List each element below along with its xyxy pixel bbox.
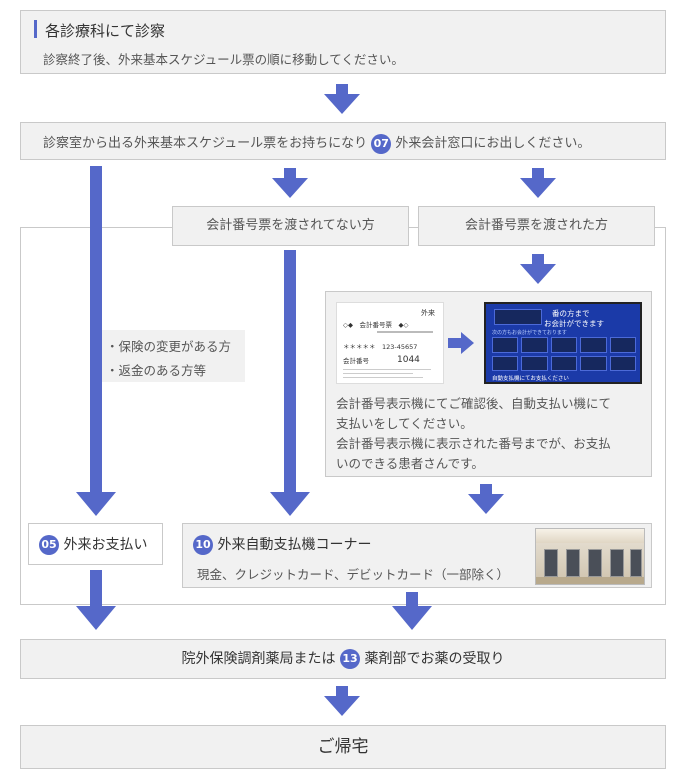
- ticket-number-label: 会計番号: [343, 357, 369, 365]
- down-arrow-icon: [270, 492, 310, 516]
- ticket-number-value: 1044: [397, 355, 420, 365]
- display-number-panel: [494, 309, 542, 325]
- step-05-label: 外来お支払い: [63, 537, 148, 553]
- ticket-line: [343, 377, 423, 378]
- title-accent-bar: [34, 20, 37, 38]
- condition-item: ・返金のある方等: [106, 363, 207, 378]
- display-line-2: お会計ができます: [544, 319, 604, 328]
- display-footer: 自動支払機にてお支払ください: [492, 376, 569, 382]
- display-cell: [521, 355, 548, 371]
- display-cell: [521, 337, 548, 353]
- down-arrow-icon: [270, 168, 310, 198]
- condition-item: ・保険の変更がある方: [106, 339, 232, 354]
- display-grid: [492, 337, 636, 371]
- ticket-id: ＊＊＊＊＊ 123-45657: [343, 343, 418, 351]
- step-final-box: ご帰宅: [20, 725, 666, 769]
- ticket-header: 外来: [421, 309, 435, 317]
- branch-no-ticket-box: 会計番号票を渡されてない方: [172, 206, 409, 246]
- number-display-screen-image: 番の方まで お会計ができます 次の方もお会計ができております 自動支払機にてお支…: [484, 302, 642, 384]
- step-consultation-box: 各診療科にて診察 診察終了後、外来基本スケジュール票の順に移動してください。: [20, 10, 666, 74]
- down-arrow-icon: [76, 492, 116, 516]
- step-13-text-before: 院外保険調剤薬局または: [181, 651, 336, 667]
- step-final-label: ご帰宅: [317, 737, 369, 757]
- flow-line-10: [406, 592, 418, 610]
- ceiling-light: [536, 529, 644, 543]
- step-checkout-text: 診察室から出る外来基本スケジュール票をお持ちになり 07 外来会計窓口にお出しく…: [43, 132, 590, 154]
- ticket-line: [343, 369, 431, 370]
- step-13-text-after: 薬剤部でお薬の受取り: [364, 651, 505, 667]
- ticket-title: ◇◆ 会計番号票 ◆◇: [343, 321, 409, 329]
- display-cell: [492, 337, 519, 353]
- step-13-text: 院外保険調剤薬局または 13 薬剤部でお薬の受取り: [21, 640, 665, 678]
- info-line: 会計番号表示機に表示された番号までが、お支払: [336, 436, 611, 451]
- ticket-line: [343, 373, 413, 374]
- ticket-info-box: 外来 ◇◆ 会計番号票 ◆◇ ＊＊＊＊＊ 123-45657 会計番号 1044…: [325, 291, 652, 477]
- branch-no-ticket-label: 会計番号票を渡されてない方: [206, 218, 375, 233]
- step-10-title-row: 10 外来自動支払機コーナー: [193, 534, 371, 555]
- payment-machine: [544, 549, 558, 577]
- number-badge-10: 10: [193, 535, 213, 555]
- branch-with-ticket-label: 会計番号票を渡された方: [464, 218, 608, 233]
- step-05-label-row: 05 外来お支払い: [39, 534, 147, 555]
- accounting-ticket-image: 外来 ◇◆ 会計番号票 ◆◇ ＊＊＊＊＊ 123-45657 会計番号 1044: [336, 302, 444, 384]
- display-cell: [550, 337, 578, 353]
- down-arrow-icon: [392, 606, 432, 630]
- step-checkout-text-after: 外来会計窓口にお出しください。: [395, 136, 591, 151]
- step-checkout-text-before: 診察室から出る外来基本スケジュール票をお持ちになり: [43, 136, 368, 151]
- auto-pay-corner-photo: [535, 528, 645, 585]
- payment-machine: [630, 549, 642, 577]
- down-arrow-icon: [518, 168, 558, 198]
- display-cell: [609, 355, 636, 371]
- flow-line-05: [90, 570, 102, 610]
- step-checkout-box: 診察室から出る外来基本スケジュール票をお持ちになり 07 外来会計窓口にお出しく…: [20, 122, 666, 160]
- step-13-pharmacy-box: 院外保険調剤薬局または 13 薬剤部でお薬の受取り: [20, 639, 666, 679]
- display-cell: [550, 355, 578, 371]
- step-10-title: 外来自動支払機コーナー: [217, 537, 372, 553]
- info-line: 会計番号表示機にてご確認後、自動支払い機にて: [336, 396, 612, 411]
- ticket-line: [377, 331, 433, 333]
- number-badge-13: 13: [340, 649, 360, 669]
- flow-line-middle: [284, 250, 296, 500]
- display-line-1: 番の方まで: [552, 309, 590, 318]
- info-line: 支払いをしてください。: [336, 416, 473, 431]
- payment-machine: [610, 549, 624, 577]
- number-badge-07: 07: [371, 133, 392, 154]
- down-arrow-icon: [76, 606, 116, 630]
- step-05-payment-box: 05 外来お支払い: [28, 523, 163, 565]
- payment-machine: [588, 549, 602, 577]
- conditions-box: ・保険の変更がある方 ・返金のある方等: [102, 330, 245, 382]
- number-badge-05: 05: [39, 535, 59, 555]
- display-cell: [492, 355, 519, 371]
- display-subline: 次の方もお会計ができております: [492, 330, 567, 336]
- ticket-info-text: 会計番号表示機にてご確認後、自動支払い機にて 支払いをしてください。 会計番号表…: [336, 394, 611, 474]
- payment-machine: [566, 549, 580, 577]
- step-10-auto-pay-box: 10 外来自動支払機コーナー 現金、クレジットカード、デビットカード（一部除く）: [182, 523, 652, 588]
- display-cell: [580, 337, 607, 353]
- step-consultation-title: 各診療科にて診察: [45, 22, 166, 40]
- branch-with-ticket-box: 会計番号票を渡された方: [418, 206, 655, 246]
- down-arrow-icon: [322, 686, 362, 716]
- step-10-text: 現金、クレジットカード、デビットカード（一部除く）: [197, 567, 510, 582]
- floor: [536, 577, 644, 584]
- down-arrow-icon: [322, 84, 362, 114]
- display-cell: [580, 355, 607, 371]
- flow-line-left: [90, 166, 102, 500]
- down-arrow-icon: [466, 484, 506, 514]
- down-arrow-icon: [518, 254, 558, 284]
- right-arrow-icon: [448, 332, 474, 354]
- display-cell: [609, 337, 636, 353]
- info-line: いのできる患者さんです。: [336, 456, 484, 471]
- step-consultation-text: 診察終了後、外来基本スケジュール票の順に移動してください。: [43, 52, 404, 67]
